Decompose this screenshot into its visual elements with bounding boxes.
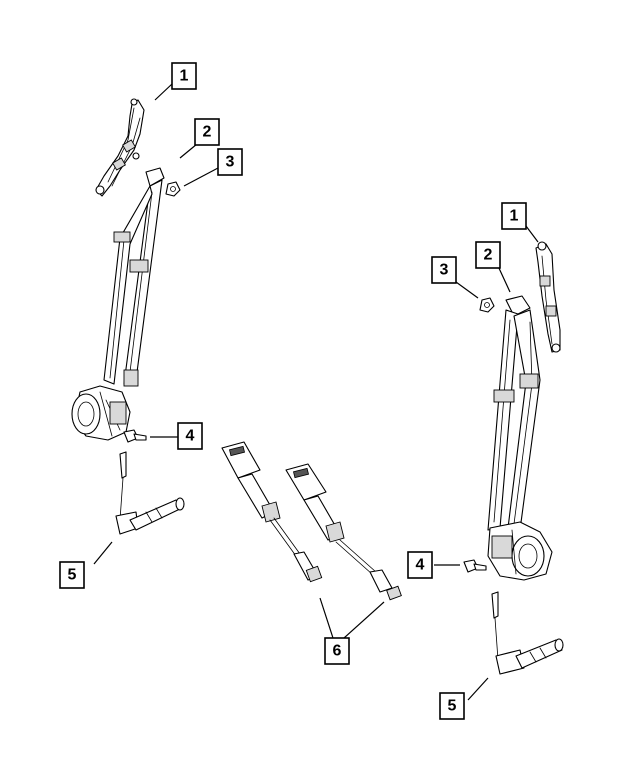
callout-2-right: 2 <box>475 241 501 269</box>
callout-1-left-label: 1 <box>180 68 189 85</box>
callout-1-right-label: 1 <box>510 208 519 225</box>
callout-5-left-label: 5 <box>68 567 77 584</box>
callout-4-right-label: 4 <box>416 557 425 574</box>
leader-6b <box>343 601 385 639</box>
leader-2-left <box>179 143 198 159</box>
left-retractor <box>71 385 131 441</box>
callout-2-left-label: 2 <box>203 124 212 141</box>
leader-5-right <box>467 677 489 701</box>
callout-1-right: 1 <box>501 202 527 230</box>
leader-1-right <box>525 225 539 243</box>
leader-1-left <box>154 83 173 101</box>
right-buckle-anchor <box>491 591 564 675</box>
leader-3-left <box>183 167 219 187</box>
right-height-adjuster-rail <box>535 241 561 353</box>
callout-3-left: 3 <box>217 148 243 176</box>
right-shoulder-belt-webbing <box>487 295 541 531</box>
callout-5-left: 5 <box>59 561 85 589</box>
left-anchor-nut <box>165 181 181 197</box>
left-height-adjuster-rail <box>95 98 145 197</box>
left-anchor-bolt <box>123 429 147 443</box>
callout-3-left-label: 3 <box>226 154 235 171</box>
callout-4-left-label: 4 <box>186 428 195 445</box>
center-buckle-left <box>221 441 323 583</box>
callout-6-center: 6 <box>324 637 350 665</box>
callout-6-center-label: 6 <box>333 643 342 660</box>
leader-5-left <box>93 541 113 565</box>
callout-3-right: 3 <box>431 256 457 284</box>
callout-2-left: 2 <box>194 118 220 146</box>
callout-2-right-label: 2 <box>484 247 493 264</box>
right-retractor <box>487 521 553 581</box>
callout-5-right-label: 5 <box>448 698 457 715</box>
callout-4-right: 4 <box>407 551 433 579</box>
leader-3-right <box>455 281 479 299</box>
left-shoulder-belt-webbing <box>103 167 165 387</box>
callout-4-left: 4 <box>177 422 203 450</box>
callout-5-right: 5 <box>439 692 465 720</box>
right-anchor-nut <box>479 297 495 313</box>
leader-2-right <box>497 265 511 293</box>
callout-1-left: 1 <box>171 62 197 90</box>
center-buckle-right <box>285 463 402 601</box>
left-buckle-anchor <box>115 451 185 535</box>
callout-3-right-label: 3 <box>440 262 449 279</box>
leader-6a <box>319 597 334 639</box>
right-anchor-bolt <box>463 559 487 573</box>
